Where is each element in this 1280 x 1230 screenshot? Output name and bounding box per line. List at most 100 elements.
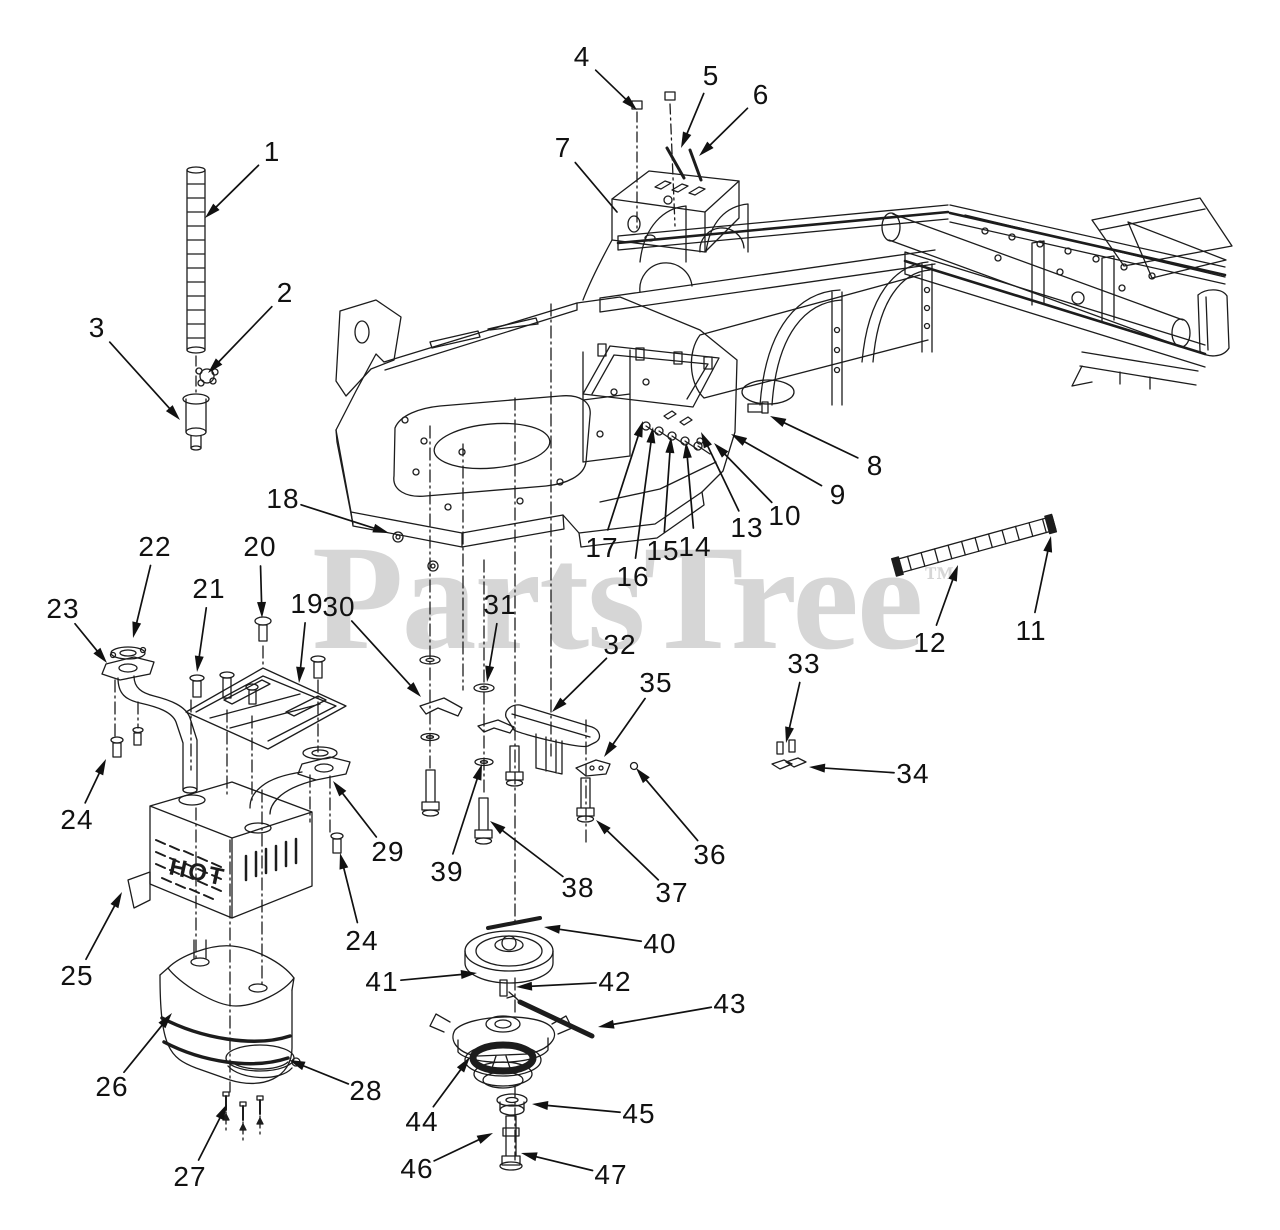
leader-line-46 (433, 1135, 487, 1162)
leader-arrowhead-47 (521, 1152, 538, 1162)
callout-3: 3 (88, 312, 106, 343)
leader-line-7 (574, 161, 618, 213)
callout-9: 9 (829, 479, 847, 510)
leader-arrowhead-10 (714, 443, 729, 458)
leader-arrowhead-16 (646, 427, 656, 444)
leader-arrowhead-14 (682, 442, 692, 459)
callout-32: 32 (603, 629, 637, 660)
leader-arrowhead-35 (604, 741, 617, 757)
leader-arrowhead-8 (770, 416, 787, 427)
callout-41: 41 (365, 966, 399, 997)
callout-10: 10 (768, 500, 802, 531)
leader-line-10 (718, 447, 773, 504)
leader-line-43 (605, 1006, 713, 1027)
leader-line-28 (295, 1062, 350, 1085)
callout-5: 5 (702, 60, 720, 91)
leader-line-15 (663, 444, 672, 533)
leader-arrowhead-13 (701, 432, 712, 449)
leader-line-42 (523, 982, 597, 988)
callout-23: 23 (46, 593, 80, 624)
leader-line-32 (556, 657, 608, 708)
callout-30: 30 (322, 591, 356, 622)
frame-deck-section (335, 227, 769, 572)
leader-arrowhead-15 (665, 437, 675, 454)
leader-arrowhead-27 (215, 1104, 227, 1121)
leader-line-2 (212, 305, 273, 369)
callout-21: 21 (192, 573, 226, 604)
watermark: PartsTree ™ (312, 523, 954, 673)
pto-clutch-assembly (429, 916, 595, 1171)
callout-1: 1 (263, 136, 281, 167)
callout-14: 14 (678, 531, 712, 562)
leader-line-5 (683, 92, 705, 142)
callout-4: 4 (573, 41, 591, 72)
leader-arrowhead-39 (472, 764, 482, 781)
leader-line-13 (703, 438, 740, 512)
callout-39: 39 (430, 856, 464, 887)
leader-arrowhead-31 (485, 665, 495, 682)
leader-arrowhead-6 (699, 141, 714, 156)
leader-line-19 (298, 622, 306, 676)
leader-line-1 (209, 164, 260, 214)
hot-label: HOT (167, 853, 228, 891)
leader-line-14 (685, 449, 695, 529)
leader-arrowhead-44 (456, 1057, 470, 1073)
leader-line-4 (594, 69, 633, 106)
leader-line-18 (300, 503, 383, 532)
leader-arrowhead-11 (1043, 536, 1053, 553)
leader-arrowhead-4 (622, 95, 637, 110)
leader-lines (74, 69, 1053, 1172)
callout-15: 15 (646, 535, 680, 566)
callout-36: 36 (693, 839, 727, 870)
callout-26: 26 (95, 1071, 129, 1102)
leader-arrowhead-12 (948, 565, 958, 582)
leader-arrowhead-9 (731, 434, 748, 446)
leader-arrowhead-29 (333, 781, 347, 797)
leader-arrowhead-19 (296, 666, 306, 683)
callout-24: 24 (60, 804, 94, 835)
leader-line-38 (495, 824, 564, 878)
centerlines (114, 303, 587, 1161)
leader-line-24 (341, 859, 359, 924)
leader-arrowhead-46 (476, 1133, 493, 1144)
callout-44: 44 (405, 1106, 439, 1137)
leader-arrowhead-24 (339, 853, 349, 870)
leader-arrowhead-5 (681, 131, 692, 148)
leader-line-8 (776, 418, 859, 459)
leader-line-25 (85, 898, 120, 961)
leader-arrowhead-33 (785, 726, 794, 743)
leader-arrowhead-28 (289, 1060, 306, 1071)
bracket-and-screws (582, 91, 740, 301)
leader-arrowhead-22 (132, 621, 142, 638)
callout-16: 16 (616, 561, 650, 592)
callout-47: 47 (594, 1159, 628, 1190)
leader-line-27 (197, 1110, 225, 1161)
callout-27: 27 (173, 1161, 207, 1192)
leader-arrowhead-23 (93, 647, 107, 663)
callout-28: 28 (349, 1075, 383, 1106)
watermark-text: PartsTree (312, 515, 923, 681)
leader-arrowhead-30 (406, 682, 421, 697)
callout-34: 34 (896, 758, 930, 789)
leader-line-40 (551, 927, 643, 943)
callout-7: 7 (554, 132, 572, 163)
leader-line-35 (607, 697, 646, 752)
leader-line-6 (703, 107, 749, 152)
callout-46: 46 (400, 1153, 434, 1184)
leader-arrowhead-42 (516, 981, 533, 991)
leader-arrowhead-24 (95, 759, 106, 776)
callout-2: 2 (276, 277, 294, 308)
leader-arrowhead-17 (633, 421, 643, 438)
leader-line-39 (452, 770, 481, 855)
leader-line-41 (400, 972, 470, 982)
callout-20: 20 (243, 531, 277, 562)
callout-17: 17 (585, 532, 619, 563)
callout-22: 22 (138, 531, 172, 562)
leader-line-29 (337, 786, 378, 838)
leader-line-37 (600, 824, 660, 881)
leader-arrowhead-26 (158, 1013, 172, 1029)
leader-arrowhead-32 (552, 697, 567, 712)
leader-arrowhead-41 (460, 970, 477, 979)
